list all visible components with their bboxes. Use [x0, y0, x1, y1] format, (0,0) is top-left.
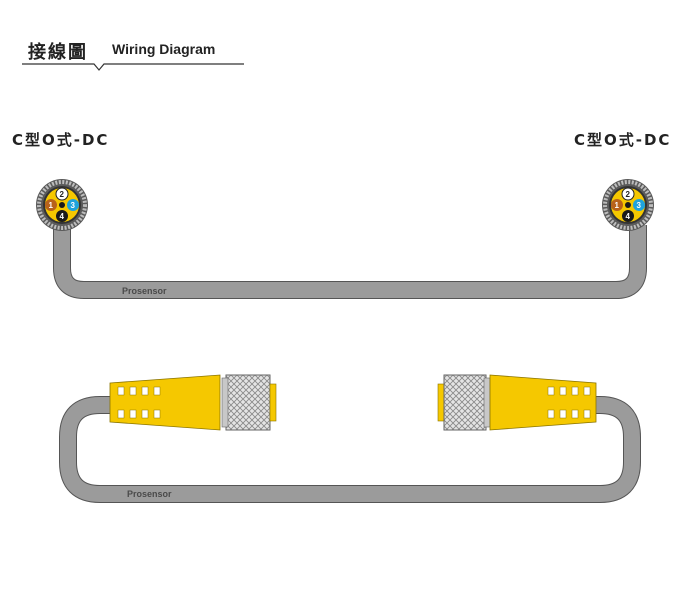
pin-4-number: 4: [60, 212, 65, 221]
top-cable-brand: Prosensor: [122, 286, 167, 296]
pin-1-brown: [611, 199, 623, 211]
pin-1-brown: [45, 199, 57, 211]
left-connector-face: 2 1 3 4: [36, 179, 88, 231]
left-connector-grip-slots: [117, 386, 161, 419]
left-side-connector: [109, 374, 277, 431]
right-connector-tip: [437, 383, 445, 422]
pin-3-number: 3: [71, 201, 76, 210]
pin-3-blue: [67, 199, 79, 211]
pin-1-number: 1: [49, 201, 54, 210]
bottom-cable: Prosensor: [59, 396, 641, 503]
left-connector-knurled-nut: [225, 374, 271, 431]
right-connector-knurled-nut: [443, 374, 487, 431]
diagram-header: 接線圖 Wiring Diagram: [22, 34, 244, 74]
bottom-cable-brand: Prosensor: [127, 489, 172, 499]
left-connector-tip: [269, 383, 277, 422]
right-connector-body: [489, 374, 597, 431]
pin-3-number: 3: [637, 201, 642, 210]
header-title-cn: 接線圖: [28, 42, 88, 63]
top-cable: Prosensor: [53, 225, 647, 299]
header-underline: [22, 63, 244, 71]
pin-4-number: 4: [626, 212, 631, 221]
left-connector-body: [109, 374, 221, 431]
right-connector-label: C型O式-DC: [574, 131, 672, 149]
pin-2-number: 2: [60, 190, 65, 199]
pin-3-blue: [633, 199, 645, 211]
pin-2-white: [621, 187, 635, 201]
pin-2-white: [55, 187, 69, 201]
pin-4-black: [622, 210, 634, 222]
header-title-en: Wiring Diagram: [112, 41, 216, 57]
pin-1-number: 1: [615, 201, 620, 210]
right-side-connector: [437, 374, 597, 431]
pin-2-number: 2: [626, 190, 631, 199]
pin-4-black: [56, 210, 68, 222]
right-connector-grip-slots: [547, 386, 591, 419]
right-connector-face: 2 1 3 4: [602, 179, 654, 231]
left-connector-label: C型O式-DC: [12, 131, 110, 149]
